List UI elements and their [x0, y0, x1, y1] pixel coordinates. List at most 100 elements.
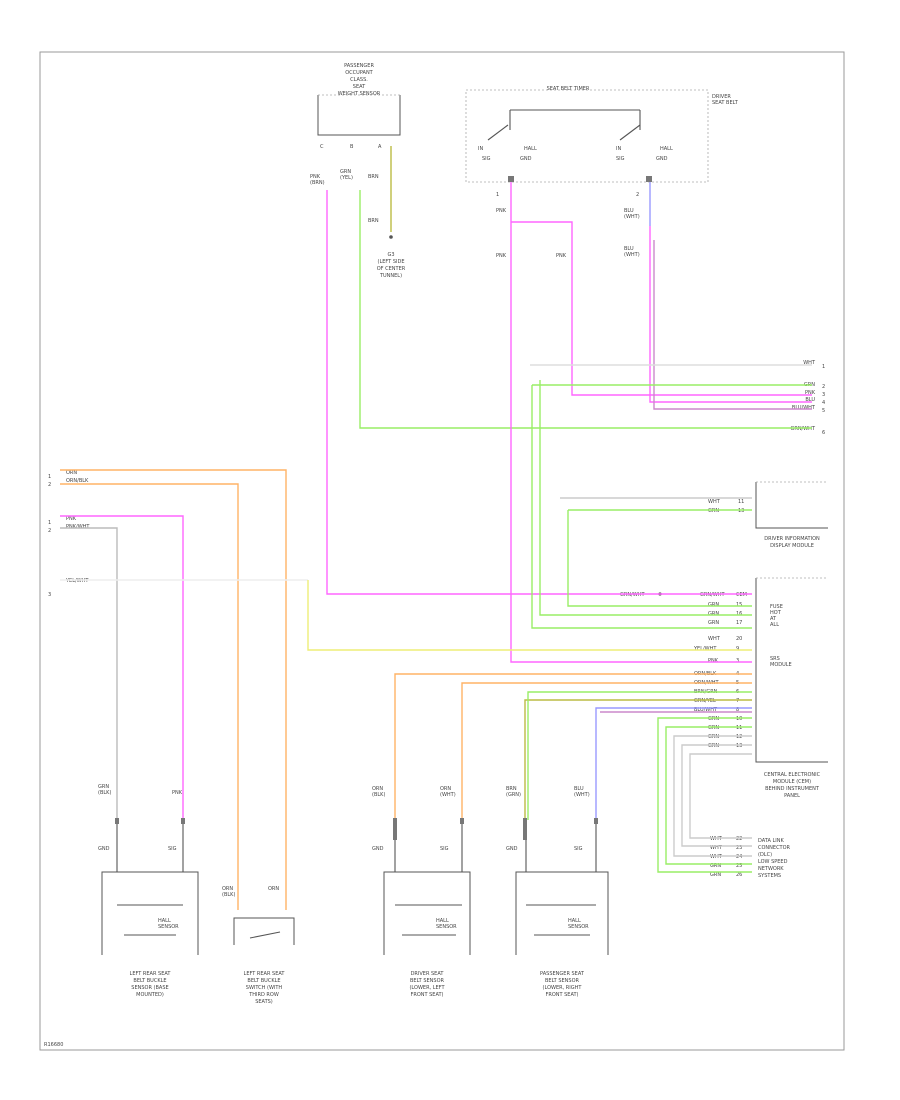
svg-text:3: 3 — [822, 392, 825, 398]
svg-text:ORN: ORN — [222, 886, 233, 892]
svg-text:PNK: PNK — [556, 253, 567, 259]
svg-text:DISPLAY MODULE: DISPLAY MODULE — [770, 543, 814, 549]
svg-text:ORN: ORN — [268, 886, 279, 892]
svg-text:SEAT: SEAT — [353, 84, 366, 90]
svg-text:BLU/WHT: BLU/WHT — [792, 405, 816, 411]
svg-text:CONNECTOR: CONNECTOR — [758, 845, 791, 851]
wire-green-dlc-2 — [665, 726, 752, 865]
svg-text:PNK: PNK — [496, 253, 507, 259]
svg-text:GRN: GRN — [708, 725, 719, 731]
svg-text:WHT: WHT — [708, 636, 721, 642]
svg-text:FRONT SEAT): FRONT SEAT) — [410, 992, 443, 998]
svg-text:DRIVER SEAT: DRIVER SEAT — [411, 971, 445, 977]
occupant-sensor-module: PASSENGER OCCUPANT CLASS. SEAT WEIGHT SE… — [310, 63, 406, 279]
wire-pink-hall-3 — [649, 226, 812, 403]
svg-text:1: 1 — [496, 192, 499, 198]
svg-text:B: B — [350, 144, 354, 150]
svg-text:23: 23 — [736, 845, 742, 851]
svg-text:WEIGHT SENSOR: WEIGHT SENSOR — [338, 91, 381, 97]
svg-text:CLASS.: CLASS. — [350, 77, 368, 83]
svg-text:26: 26 — [736, 872, 742, 878]
svg-text:PNK/WHT: PNK/WHT — [66, 524, 90, 530]
svg-text:HALL: HALL — [660, 146, 673, 152]
svg-text:FRONT SEAT): FRONT SEAT) — [545, 992, 578, 998]
svg-text:G3: G3 — [387, 252, 394, 258]
svg-text:THIRD ROW: THIRD ROW — [248, 992, 279, 998]
wire-green-seat-3 — [527, 691, 752, 820]
svg-text:(BLK): (BLK) — [98, 790, 111, 796]
wire-green-cem-15 — [539, 380, 752, 616]
svg-text:GRN: GRN — [340, 169, 351, 175]
svg-text:BELT SENSOR: BELT SENSOR — [545, 978, 580, 984]
svg-text:LOW SPEED: LOW SPEED — [758, 859, 788, 865]
svg-text:11: 11 — [738, 499, 744, 505]
svg-text:(BLK): (BLK) — [222, 892, 235, 898]
svg-text:8: 8 — [736, 707, 739, 713]
svg-text:LEFT REAR SEAT: LEFT REAR SEAT — [244, 971, 286, 977]
svg-text:(WHT): (WHT) — [440, 792, 456, 798]
wire-green-sensor — [359, 190, 812, 429]
right-upper-connector-labels: WHT 1 GRN PNK BLU BLU/WHT 2 3 4 5 GRN/WH… — [790, 360, 825, 436]
svg-text:PNK: PNK — [496, 208, 507, 214]
svg-text:SENSOR (BASE: SENSOR (BASE — [131, 985, 168, 991]
svg-text:PANEL: PANEL — [784, 793, 800, 799]
svg-text:YEL/WHT: YEL/WHT — [65, 578, 89, 584]
svg-text:(WHT): (WHT) — [574, 792, 590, 798]
svg-text:PNK: PNK — [172, 790, 183, 796]
central-electronic-module: FUSE HOT AT ALL SRS MODULE CENTRAL ELECT… — [755, 577, 828, 799]
svg-text:WHT: WHT — [710, 845, 723, 851]
svg-text:MODULE (CEM): MODULE (CEM) — [773, 779, 811, 785]
svg-text:BLU: BLU — [805, 397, 815, 403]
left-seat-belt-switch: GRN (BLK) PNK GND SIG HALL SENSOR LEFT R… — [98, 784, 199, 998]
svg-text:17: 17 — [736, 620, 742, 626]
svg-text:ORN: ORN — [440, 786, 451, 792]
svg-text:13: 13 — [738, 508, 744, 514]
wire-green-dim-down — [567, 510, 752, 607]
svg-text:(DLC): (DLC) — [758, 852, 772, 858]
svg-text:GRN/YEL: GRN/YEL — [694, 698, 716, 704]
svg-text:GRN: GRN — [708, 611, 719, 617]
svg-text:15: 15 — [736, 602, 742, 608]
svg-text:SIG: SIG — [440, 846, 449, 852]
svg-text:10: 10 — [736, 716, 742, 722]
wire-orange-left-2 — [60, 483, 239, 910]
svg-text:PNK: PNK — [66, 516, 77, 522]
svg-text:BLU/WHT: BLU/WHT — [694, 707, 718, 713]
svg-text:CENTRAL ELECTRONIC: CENTRAL ELECTRONIC — [764, 772, 821, 778]
svg-text:20: 20 — [736, 636, 742, 642]
svg-text:SEAT BELT: SEAT BELT — [712, 100, 739, 106]
svg-text:HALL: HALL — [158, 918, 171, 924]
svg-text:CEM: CEM — [736, 592, 747, 598]
wire-orange-seat-2 — [461, 682, 752, 820]
svg-text:5: 5 — [822, 408, 825, 414]
svg-text:1: 1 — [822, 364, 825, 370]
svg-text:DRIVER: DRIVER — [712, 94, 731, 100]
svg-text:1: 1 — [48, 474, 51, 480]
wire-orange-seat-1 — [394, 673, 752, 820]
svg-text:GRN: GRN — [708, 734, 719, 740]
svg-text:OF CENTER: OF CENTER — [377, 266, 406, 272]
svg-text:SENSOR: SENSOR — [158, 924, 179, 930]
svg-text:2: 2 — [636, 192, 639, 198]
svg-text:3: 3 — [736, 658, 739, 664]
svg-text:SRS: SRS — [770, 656, 780, 662]
svg-text:2: 2 — [48, 528, 51, 534]
svg-text:GRN: GRN — [708, 602, 719, 608]
svg-text:IN: IN — [478, 146, 483, 152]
svg-text:22: 22 — [736, 836, 742, 842]
svg-text:BEHIND INSTRUMENT: BEHIND INSTRUMENT — [765, 786, 820, 792]
passenger-seat-belt-switch: BRN (GRN) BLU (WHT) GND SIG HALL SENSOR … — [506, 786, 609, 998]
svg-text:ALL: ALL — [770, 622, 779, 628]
svg-text:GRN: GRN — [710, 863, 721, 869]
svg-text:SIG: SIG — [482, 156, 491, 162]
svg-text:GRN: GRN — [708, 508, 719, 514]
svg-text:AT: AT — [770, 616, 777, 622]
svg-text:(WHT): (WHT) — [624, 252, 640, 258]
svg-text:SEAT BELT TIMER: SEAT BELT TIMER — [547, 86, 590, 92]
svg-text:24: 24 — [736, 854, 742, 860]
svg-text:PNK: PNK — [310, 174, 321, 180]
svg-text:MODULE: MODULE — [770, 662, 792, 668]
svg-text:WHT: WHT — [708, 499, 721, 505]
svg-text:LEFT REAR SEAT: LEFT REAR SEAT — [130, 971, 172, 977]
